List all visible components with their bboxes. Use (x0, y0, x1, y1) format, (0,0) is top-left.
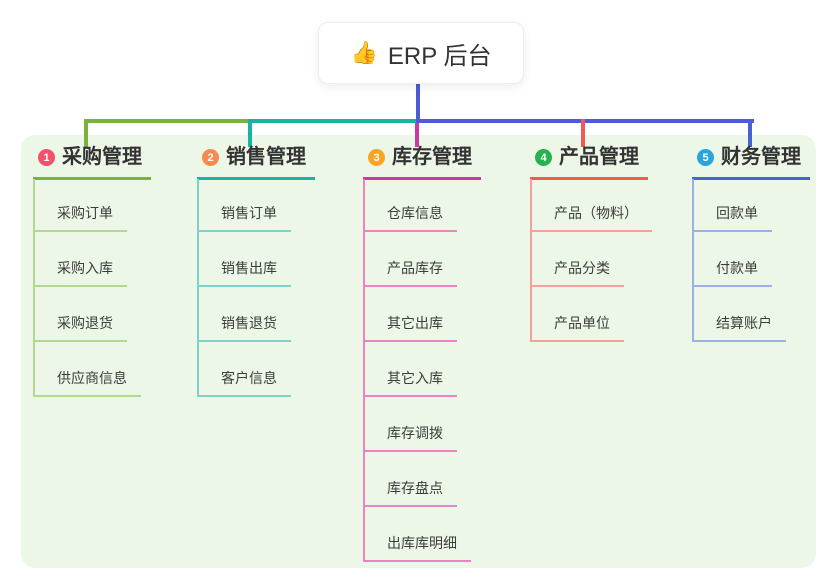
branch-number-badge: 4 (535, 149, 552, 166)
child-topic[interactable]: 销售退货 (197, 314, 291, 342)
child-topic[interactable]: 采购退货 (33, 314, 127, 342)
child-topic[interactable]: 回款单 (692, 204, 772, 232)
child-topic[interactable]: 销售订单 (197, 204, 291, 232)
branch-number-badge: 5 (697, 149, 714, 166)
branch-drop-line (84, 119, 88, 147)
branch-number-badge: 2 (202, 149, 219, 166)
child-topic[interactable]: 销售出库 (197, 259, 291, 287)
bus-line-middle-teal (250, 119, 420, 123)
child-topic[interactable]: 产品库存 (363, 259, 457, 287)
child-topic[interactable]: 库存盘点 (363, 479, 457, 507)
child-topic[interactable]: 仓库信息 (363, 204, 457, 232)
branch-topic-label: 产品管理 (559, 146, 639, 168)
child-topic[interactable]: 出库库明细 (363, 534, 471, 562)
branch-drop-line (748, 119, 752, 147)
child-topic[interactable]: 供应商信息 (33, 369, 141, 397)
branch-connector-line (197, 179, 199, 397)
child-topic[interactable]: 产品（物料） (530, 204, 652, 232)
child-topic[interactable]: 采购入库 (33, 259, 127, 287)
branch-topic[interactable]: 2 销售管理 (197, 146, 315, 180)
branch-topic[interactable]: 1 采购管理 (33, 146, 151, 180)
branch-topic[interactable]: 5 财务管理 (692, 146, 810, 180)
child-topic[interactable]: 付款单 (692, 259, 772, 287)
bus-line-left-green (84, 119, 252, 123)
child-topic[interactable]: 其它入库 (363, 369, 457, 397)
branch-drop-line (581, 119, 585, 147)
bus-line-right-blue (416, 119, 754, 123)
branch-drop-line (415, 123, 419, 147)
thumbs-up-icon: 👍 (350, 40, 378, 65)
child-topic[interactable]: 其它出库 (363, 314, 457, 342)
branch-topic-label: 销售管理 (226, 146, 306, 168)
child-topic[interactable]: 客户信息 (197, 369, 291, 397)
branch-connector-line (363, 179, 365, 562)
root-connector-line (416, 82, 420, 123)
branch-topic-label: 财务管理 (721, 146, 801, 168)
branch-drop-line (248, 119, 252, 147)
child-topic[interactable]: 产品单位 (530, 314, 624, 342)
branch-number-badge: 1 (38, 149, 55, 166)
branch-number-badge: 3 (368, 149, 385, 166)
branch-topic-label: 库存管理 (392, 146, 472, 168)
child-topic[interactable]: 库存调拨 (363, 424, 457, 452)
branch-connector-line (692, 179, 694, 342)
branch-connector-line (530, 179, 532, 342)
child-topic[interactable]: 产品分类 (530, 259, 624, 287)
mindmap-group-panel (21, 135, 816, 568)
root-topic[interactable]: 👍 ERP 后台 (318, 22, 524, 84)
child-topic[interactable]: 采购订单 (33, 204, 127, 232)
branch-topic[interactable]: 3 库存管理 (363, 146, 481, 180)
root-topic-label: ERP 后台 (387, 42, 492, 70)
branch-connector-line (33, 179, 35, 397)
branch-topic-label: 采购管理 (62, 146, 142, 168)
child-topic[interactable]: 结算账户 (692, 314, 786, 342)
branch-topic[interactable]: 4 产品管理 (530, 146, 648, 180)
